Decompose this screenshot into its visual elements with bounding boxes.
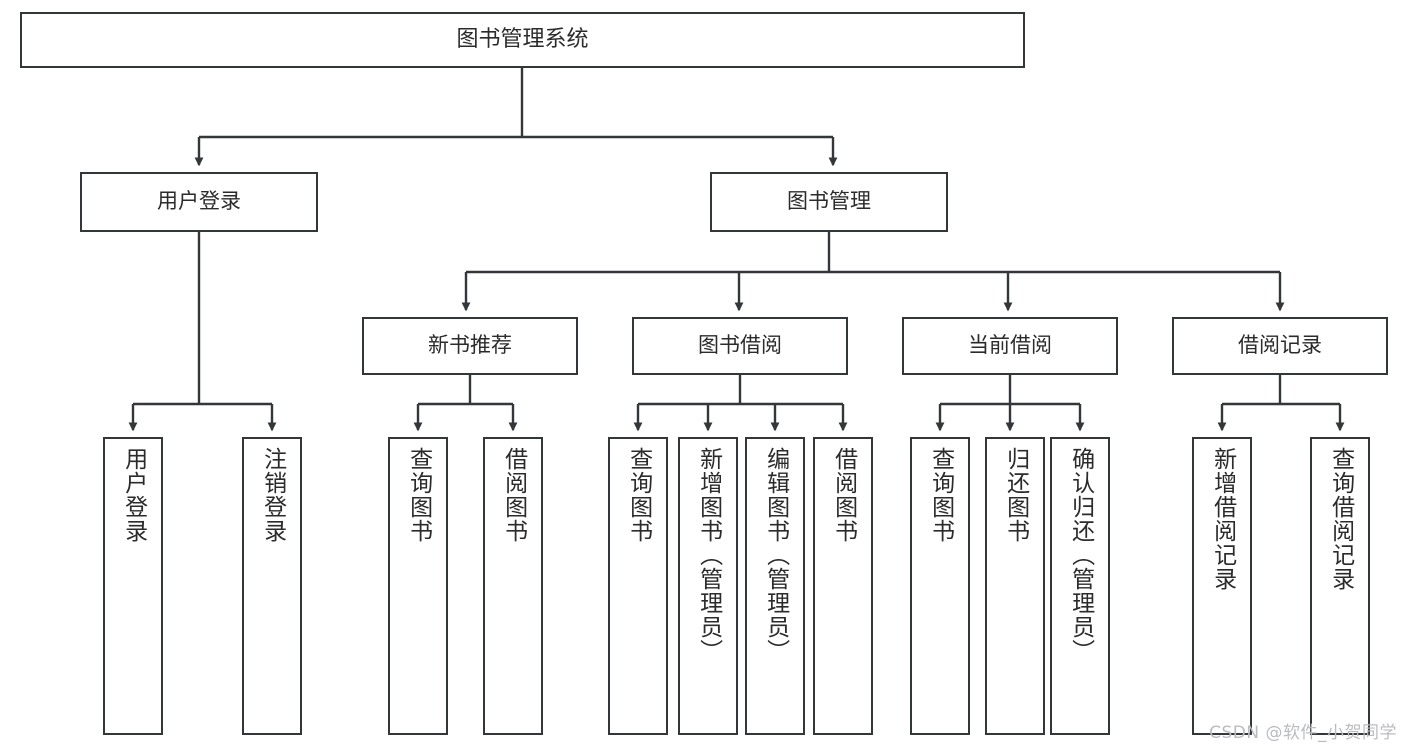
node-book-borrow[interactable]: 图书借阅 (632, 317, 848, 375)
node-leaf-logout[interactable]: 注销登录 (242, 437, 302, 735)
node-label: 借阅图书 (830, 447, 857, 543)
node-label: 查询图书 (625, 447, 652, 543)
node-label: 编辑图书（管理员） (762, 447, 789, 663)
node-leaf-user-login[interactable]: 用户登录 (103, 437, 163, 735)
node-new-book-recommend[interactable]: 新书推荐 (362, 317, 578, 375)
node-label: 用户登录 (120, 447, 147, 543)
node-leaf-add-borrow-record[interactable]: 新增借阅记录 (1192, 437, 1252, 735)
watermark: CSDN @软件_小贺同学 (1209, 723, 1397, 743)
node-label: 注销登录 (259, 447, 286, 543)
node-label: 查询图书 (405, 447, 432, 543)
node-label: 借阅图书 (500, 447, 527, 543)
node-current-borrow[interactable]: 当前借阅 (902, 317, 1118, 375)
node-leaf-edit-book-admin[interactable]: 编辑图书（管理员） (745, 437, 805, 735)
node-book-management[interactable]: 图书管理 (710, 172, 948, 232)
node-leaf-return-book[interactable]: 归还图书 (985, 437, 1045, 735)
node-leaf-borrow-book-recommend[interactable]: 借阅图书 (483, 437, 543, 735)
node-label: 新增借阅记录 (1209, 447, 1236, 591)
node-label: 当前借阅 (968, 333, 1052, 358)
node-leaf-query-book-recommend[interactable]: 查询图书 (388, 437, 448, 735)
node-borrow-records[interactable]: 借阅记录 (1172, 317, 1388, 375)
node-label: 查询借阅记录 (1327, 447, 1354, 591)
node-leaf-add-book-admin[interactable]: 新增图书（管理员） (678, 437, 738, 735)
node-label: 图书管理 (787, 189, 871, 214)
node-leaf-borrow-book[interactable]: 借阅图书 (813, 437, 873, 735)
node-root-system[interactable]: 图书管理系统 (20, 12, 1025, 68)
node-label: 新书推荐 (428, 333, 512, 358)
node-label: 确认归还（管理员） (1067, 447, 1094, 663)
node-user-login[interactable]: 用户登录 (80, 172, 318, 232)
node-label: 新增图书（管理员） (695, 447, 722, 663)
node-label: 图书管理系统 (456, 26, 589, 52)
node-label: 借阅记录 (1238, 333, 1322, 358)
node-leaf-confirm-return-admin[interactable]: 确认归还（管理员） (1050, 437, 1110, 735)
node-leaf-query-book-current[interactable]: 查询图书 (910, 437, 970, 735)
node-label: 用户登录 (157, 189, 241, 214)
node-leaf-query-book-borrow[interactable]: 查询图书 (608, 437, 668, 735)
node-leaf-query-borrow-record[interactable]: 查询借阅记录 (1310, 437, 1370, 735)
node-label: 查询图书 (927, 447, 954, 543)
node-label: 归还图书 (1002, 447, 1029, 543)
node-label: 图书借阅 (698, 333, 782, 358)
